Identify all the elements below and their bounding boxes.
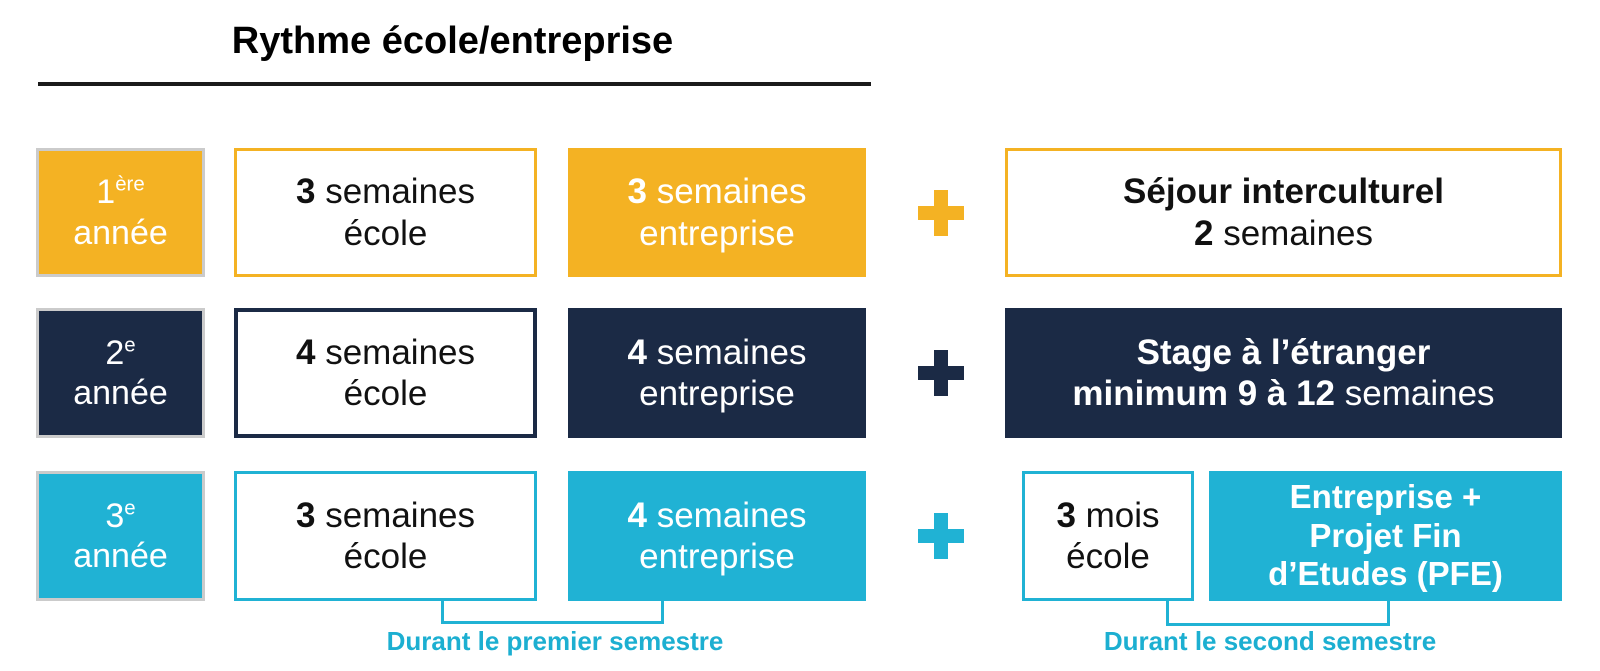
page-title: Rythme école/entreprise	[231, 20, 674, 62]
plus-icon	[918, 350, 964, 396]
caption-first-semester: Durant le premier semestre	[386, 626, 724, 656]
school-place-line: école	[343, 374, 428, 413]
title-underline	[38, 82, 871, 86]
school-place-line: école	[343, 213, 428, 253]
plus-icon	[918, 513, 964, 559]
company-weeks-line: 4 semaines	[627, 495, 807, 535]
year-2-label: 2e	[105, 333, 136, 372]
school-place-line: école	[343, 537, 428, 576]
caption-second-semester: Durant le second semestre	[1103, 626, 1437, 656]
year-3-badge: 3e année	[36, 471, 205, 601]
sejour-duration-line: 2 semaines	[1194, 213, 1373, 253]
year-2-school-box: 4 semaines école	[234, 308, 537, 438]
year-1-label: 1ère	[96, 173, 145, 212]
school-weeks-line: 3 semaines	[296, 495, 475, 535]
pfe-line-2: Projet Fin	[1309, 516, 1462, 554]
stage-title-line: Stage à l’étranger	[1136, 332, 1431, 372]
company-weeks-line: 4 semaines	[627, 332, 807, 372]
school-weeks-line: 3 semaines	[296, 172, 475, 212]
year-2-company-box: 4 semaines entreprise	[568, 308, 866, 438]
year-1-badge: 1ère année	[36, 148, 205, 277]
year-2-stage-box: Stage à l’étranger minimum 9 à 12 semain…	[1005, 308, 1562, 438]
row-year-1: 1ère année 3 semaines école 3 semaines e…	[0, 148, 1600, 277]
year-1-school-box: 3 semaines école	[234, 148, 537, 277]
year-1-word: année	[73, 213, 168, 252]
school-weeks-line: 4 semaines	[296, 332, 475, 372]
months-line: 3 mois	[1056, 495, 1160, 535]
year-3-pfe-box: Entreprise + Projet Fin d’Etudes (PFE)	[1209, 471, 1562, 601]
pfe-line-1: Entreprise +	[1289, 477, 1482, 515]
row-year-3: 3e année 3 semaines école 4 semaines ent…	[0, 471, 1600, 601]
year-2-badge: 2e année	[36, 308, 205, 438]
pfe-line-3: d’Etudes (PFE)	[1268, 555, 1503, 593]
stage-duration-line: minimum 9 à 12 semaines	[1072, 374, 1495, 413]
year-3-label: 3e	[105, 496, 136, 535]
year-1-sejour-box: Séjour interculturel 2 semaines	[1005, 148, 1562, 277]
company-weeks-line: 3 semaines	[627, 172, 807, 212]
row-year-2: 2e année 4 semaines école 4 semaines ent…	[0, 308, 1600, 438]
sejour-title-line: Séjour interculturel	[1123, 172, 1444, 212]
year-2-word: année	[73, 374, 168, 412]
first-semester-bracket	[441, 601, 664, 624]
year-3-school-box: 3 semaines école	[234, 471, 537, 601]
company-place-line: entreprise	[639, 213, 795, 253]
year-3-company-box: 4 semaines entreprise	[568, 471, 866, 601]
year-3-school-months-box: 3 mois école	[1022, 471, 1194, 601]
company-place-line: entreprise	[639, 374, 795, 413]
months-place-line: école	[1066, 537, 1150, 576]
year-1-company-box: 3 semaines entreprise	[568, 148, 866, 277]
plus-icon	[918, 189, 964, 236]
company-place-line: entreprise	[639, 537, 795, 576]
year-3-word: année	[73, 537, 168, 575]
second-semester-bracket	[1166, 601, 1390, 626]
